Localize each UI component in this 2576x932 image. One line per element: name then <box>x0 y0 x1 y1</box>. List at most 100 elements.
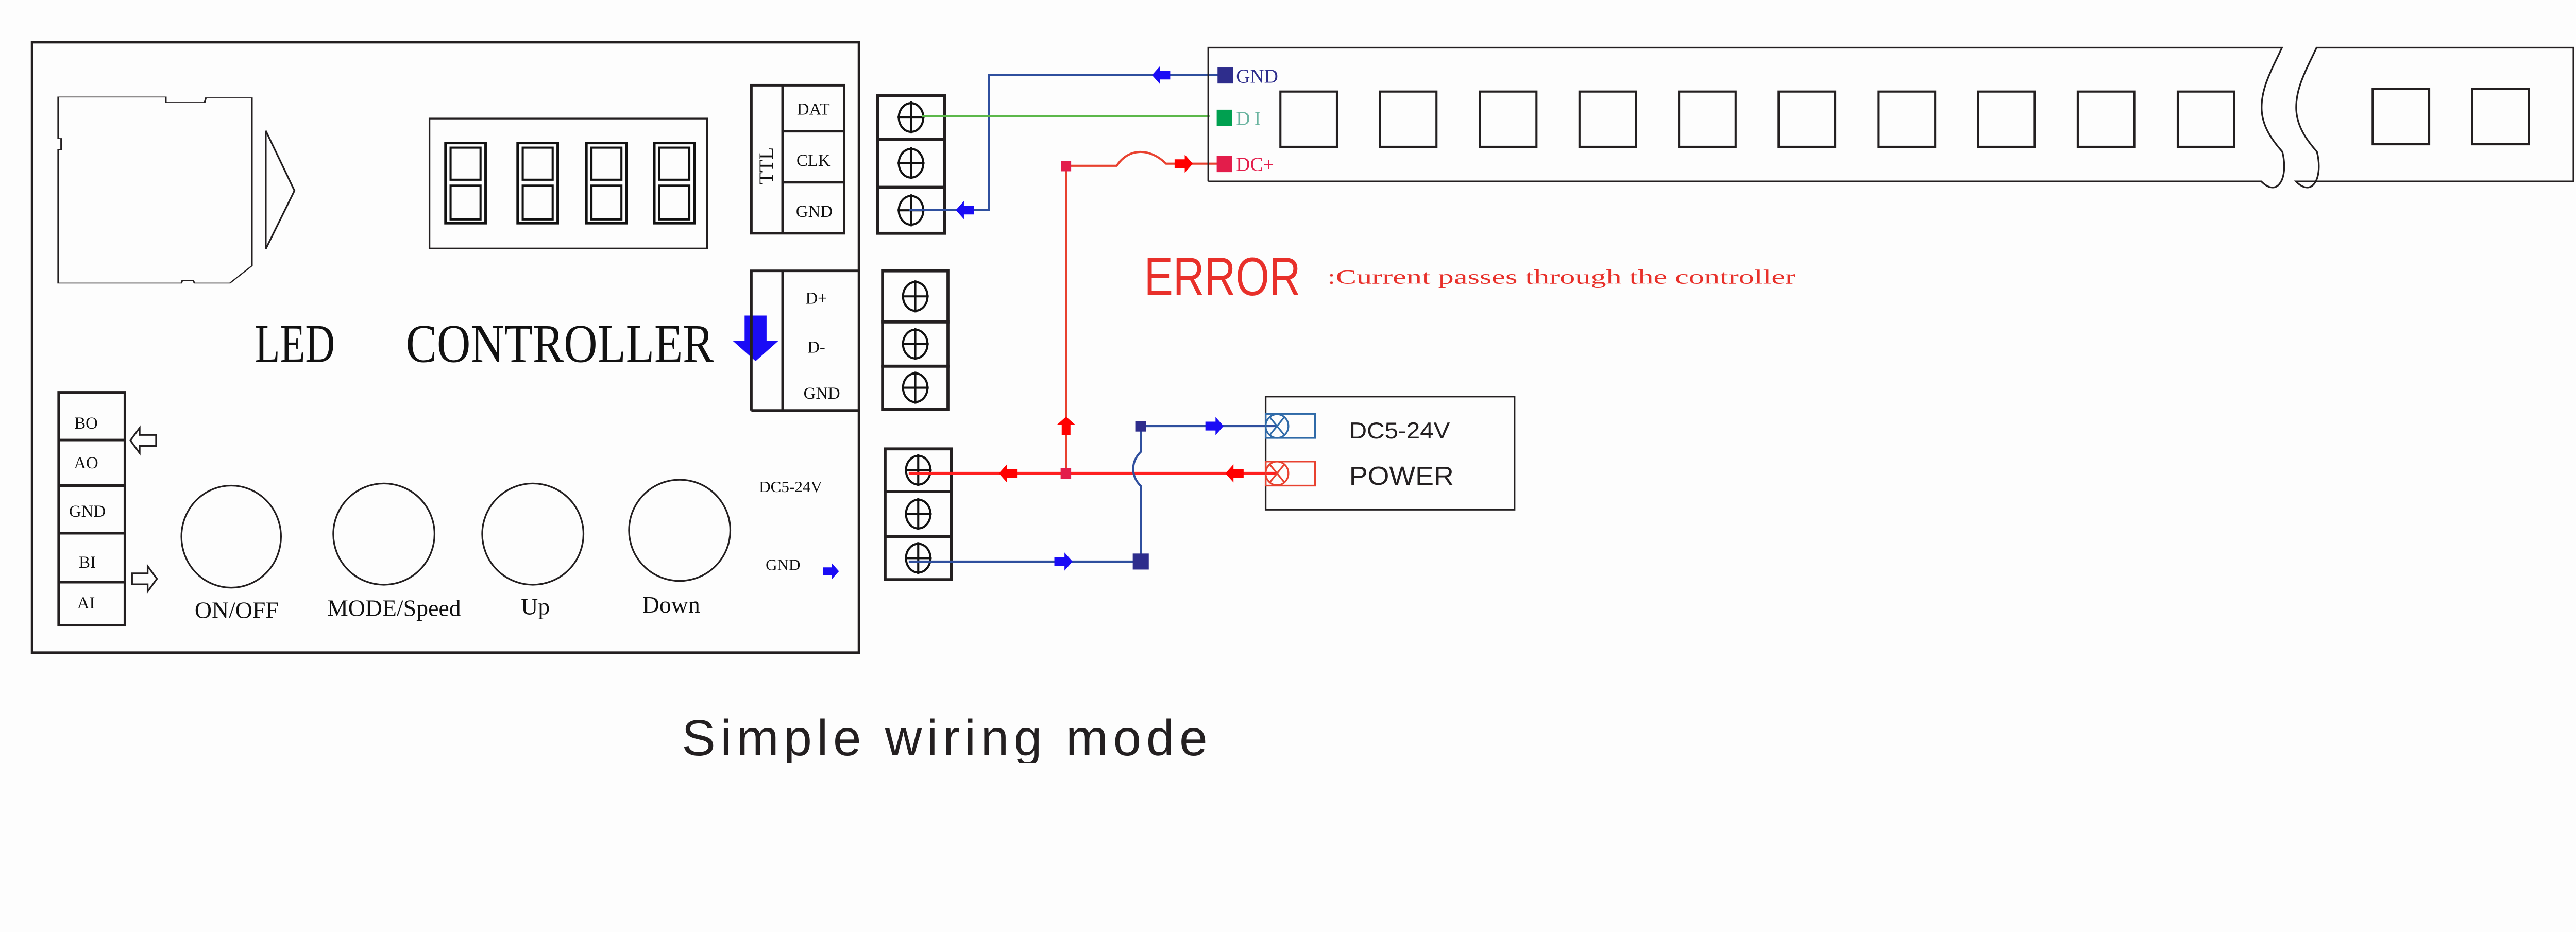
up-label: Up <box>521 593 550 619</box>
screw-icon[interactable] <box>905 454 932 486</box>
error-message: :Current passes through the controller <box>1327 265 1795 288</box>
dmx-pin-gnd: GND <box>804 384 840 403</box>
led-pixel <box>1877 90 1937 148</box>
power-input-label: DC5-24V <box>759 478 822 496</box>
up-arrow-icon <box>1057 416 1075 435</box>
sync-pin-gnd: GND <box>69 502 106 521</box>
screw-icon[interactable] <box>902 280 929 313</box>
down-arrow-icon <box>733 315 778 361</box>
power-voltage-label: DC5-24V <box>1349 418 1450 444</box>
strip-segment-right <box>2294 46 2574 189</box>
ttl-terminal-block <box>876 94 946 235</box>
mode-speed-label: MODE/Speed <box>327 595 461 621</box>
led-pixel <box>1777 90 1837 148</box>
junction-node <box>1060 468 1072 479</box>
junction-node <box>1061 160 1072 172</box>
gnd-pad <box>1217 67 1233 84</box>
strip-pin-di: DI <box>1236 108 1265 129</box>
gnd-signal-wire <box>909 74 1224 211</box>
positive-terminal-icon <box>1264 461 1316 487</box>
led-strip: GND DI DC+ <box>1207 46 2574 189</box>
control-buttons: ON/OFF MODE/Speed Up Down <box>180 479 732 623</box>
power-label: POWER <box>1349 461 1454 490</box>
digit <box>444 142 487 225</box>
strip-power-wire <box>1065 150 1224 473</box>
sync-port: BO AO GND BI AI <box>57 391 158 627</box>
dmx-pin-d-plus: D+ <box>805 290 827 308</box>
led-pixel <box>1578 90 1637 148</box>
power-supply: DC5-24V POWER <box>1264 396 1516 511</box>
power-terminal-block <box>884 447 953 581</box>
up-button[interactable] <box>481 482 585 586</box>
sync-pin-ao: AO <box>74 454 98 472</box>
sync-pin-bi: BI <box>79 553 96 572</box>
led-pixel <box>1678 90 1737 148</box>
ttl-label: TTL <box>755 147 777 184</box>
led-pixel <box>2176 90 2235 148</box>
strip-pin-dc-plus: DC+ <box>1236 154 1274 176</box>
power-ground-wire <box>908 425 1277 563</box>
dmx-pin-d-minus: D- <box>807 338 825 357</box>
right-arrow-icon <box>1205 417 1224 435</box>
led-pixel <box>2076 90 2136 148</box>
ttl-pin-clk: CLK <box>796 151 831 170</box>
digit <box>585 142 628 225</box>
gnd-input-label: GND <box>766 555 800 573</box>
left-arrow-icon <box>1151 66 1171 84</box>
digit <box>516 142 559 225</box>
digit <box>653 142 696 225</box>
right-arrow-icon <box>1174 155 1193 173</box>
ttl-pin-dat: DAT <box>797 100 830 119</box>
display-digits <box>444 142 696 225</box>
on-off-label: ON/OFF <box>195 597 279 623</box>
wiring-diagram: LED CONTROLLER TTL DAT CLK GND D+ D- GND <box>30 41 2574 764</box>
diagram-caption: Simple wiring mode <box>682 709 1207 764</box>
negative-terminal-icon <box>1264 413 1316 439</box>
strip-segment-left <box>1207 46 2285 189</box>
ttl-pin-gnd: GND <box>796 202 833 221</box>
left-arrow-icon <box>998 464 1018 483</box>
screw-icon[interactable] <box>905 542 932 574</box>
controller-title-led: LED <box>255 314 335 375</box>
strip-pin-gnd: GND <box>1236 65 1278 87</box>
controller-title-controller: CONTROLLER <box>406 314 714 375</box>
gnd-arrow-icon <box>823 563 839 580</box>
dmx-terminal-block <box>881 269 950 411</box>
on-off-button[interactable] <box>180 484 282 589</box>
terminal-cell <box>884 535 953 581</box>
led-pixel <box>1279 90 1338 148</box>
sync-pin-bo: BO <box>74 414 98 433</box>
led-pixel <box>1977 90 2036 148</box>
screw-icon[interactable] <box>902 371 929 404</box>
led-pixel <box>1379 90 1438 148</box>
sd-card-icon <box>57 96 253 284</box>
screw-icon[interactable] <box>897 101 925 134</box>
led-pixel <box>2471 88 2530 146</box>
dc-plus-pad <box>1216 156 1232 173</box>
seven-segment-display <box>428 117 708 249</box>
right-arrow-icon <box>1054 552 1073 571</box>
screw-icon[interactable] <box>897 147 925 180</box>
input-arrow-icon <box>131 563 158 595</box>
led-controller: LED CONTROLLER TTL DAT CLK GND D+ D- GND <box>30 41 860 654</box>
led-pixels <box>1279 88 2530 148</box>
error-title: ERROR <box>1144 247 1301 307</box>
junction-node <box>1132 553 1149 570</box>
sync-pin-ai: AI <box>77 594 95 613</box>
terminal-cell <box>881 364 950 411</box>
ttl-port: TTL DAT CLK GND <box>750 83 846 235</box>
dmx-port: D+ D- GND <box>750 269 859 412</box>
mode-speed-button[interactable] <box>332 482 436 586</box>
terminal-blocks <box>876 94 953 581</box>
down-button[interactable] <box>628 479 732 582</box>
down-label: Down <box>642 591 700 618</box>
left-arrow-icon <box>1225 464 1244 483</box>
junction-node <box>1135 421 1146 432</box>
wires <box>908 66 1277 571</box>
screw-icon[interactable] <box>905 498 932 530</box>
left-arrow-icon <box>956 201 974 219</box>
screw-icon[interactable] <box>902 328 929 360</box>
output-arrow-icon <box>129 425 157 456</box>
sd-insert-arrow-icon <box>265 130 296 249</box>
di-pad <box>1216 109 1232 126</box>
